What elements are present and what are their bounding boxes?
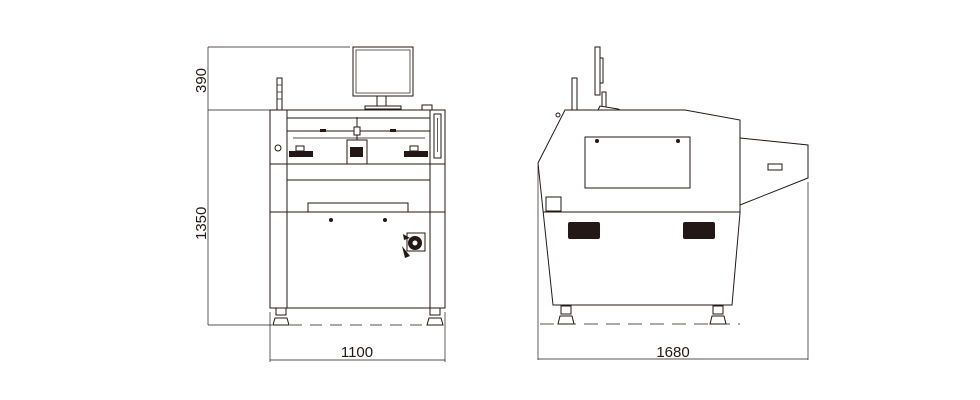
width-dimension-lines	[269, 312, 446, 362]
feet	[272, 307, 444, 326]
monitor-side	[594, 46, 621, 111]
button-icon	[274, 144, 282, 152]
depth-dimension-lines	[537, 165, 809, 360]
monitor	[352, 46, 414, 110]
height-dimension-lines	[207, 46, 350, 326]
dim-390: 390	[193, 68, 210, 93]
signal-tower	[276, 77, 283, 111]
handle-right	[683, 222, 715, 239]
dim-1680: 1680	[656, 344, 689, 361]
dim-1350: 1350	[193, 207, 210, 240]
signal-tower-side	[571, 77, 578, 111]
rear-box	[739, 137, 809, 206]
reel	[402, 232, 426, 258]
side-feet	[540, 305, 740, 325]
dim-1100: 1100	[341, 344, 373, 361]
front-view: 390 1350 1100	[193, 46, 446, 362]
window	[584, 136, 691, 189]
side-view: 1680	[537, 46, 809, 361]
handle-left	[568, 222, 600, 239]
dispensing-heads	[289, 117, 428, 165]
